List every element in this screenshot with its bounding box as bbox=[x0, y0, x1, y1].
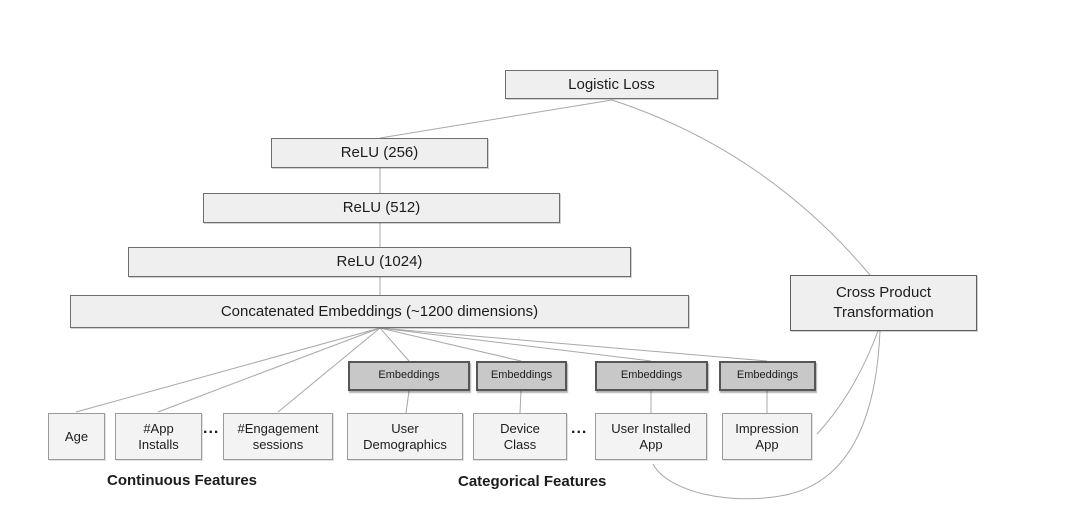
node-relu-256: ReLU (256) bbox=[271, 138, 488, 168]
node-feature-device-class: Device Class bbox=[473, 413, 567, 460]
node-feature-user-installed-app: User Installed App bbox=[595, 413, 707, 460]
node-feature-age: Age bbox=[48, 413, 105, 460]
label-continuous-features: Continuous Features bbox=[107, 472, 258, 489]
node-embedding-user-demographics: Embeddings bbox=[348, 361, 470, 391]
ellipsis-continuous: ... bbox=[203, 420, 220, 437]
edge-concat-emb1 bbox=[379, 327, 410, 362]
node-concatenated-embeddings: Concatenated Embeddings (~1200 dimension… bbox=[70, 295, 689, 328]
node-cross-product-transformation: Cross Product Transformation bbox=[790, 275, 977, 331]
node-logistic-loss: Logistic Loss bbox=[505, 70, 718, 99]
node-embedding-impression-app: Embeddings bbox=[719, 361, 816, 391]
edge-emb1-user-demographics bbox=[405, 390, 410, 414]
node-relu-1024: ReLU (1024) bbox=[128, 247, 631, 277]
edge-concat-emb4 bbox=[379, 327, 768, 362]
node-feature-user-demographics: User Demographics bbox=[347, 413, 463, 460]
node-feature-app-installs: #App Installs bbox=[115, 413, 202, 460]
edge-concat-emb2 bbox=[379, 327, 522, 362]
node-embedding-user-installed-app: Embeddings bbox=[595, 361, 708, 391]
edge-crossproduct-user-installed-app bbox=[652, 330, 881, 500]
edge-crossproduct-impression-app bbox=[816, 330, 879, 435]
node-feature-impression-app: Impression App bbox=[722, 413, 812, 460]
edge-concat-emb3 bbox=[379, 327, 652, 362]
node-feature-engagement-sessions: #Engagement sessions bbox=[223, 413, 333, 460]
label-categorical-features: Categorical Features bbox=[458, 473, 607, 490]
edge-concat-app-installs bbox=[157, 327, 381, 413]
ellipsis-categorical: ... bbox=[571, 420, 588, 437]
node-embedding-device-class: Embeddings bbox=[476, 361, 567, 391]
edge-loss-relu256 bbox=[379, 99, 613, 139]
edge-emb2-device-class bbox=[519, 390, 522, 414]
edge-concat-engagement bbox=[277, 327, 381, 413]
edge-loss-crossproduct bbox=[611, 99, 871, 276]
edge-concat-age bbox=[75, 327, 381, 413]
node-relu-512: ReLU (512) bbox=[203, 193, 560, 223]
